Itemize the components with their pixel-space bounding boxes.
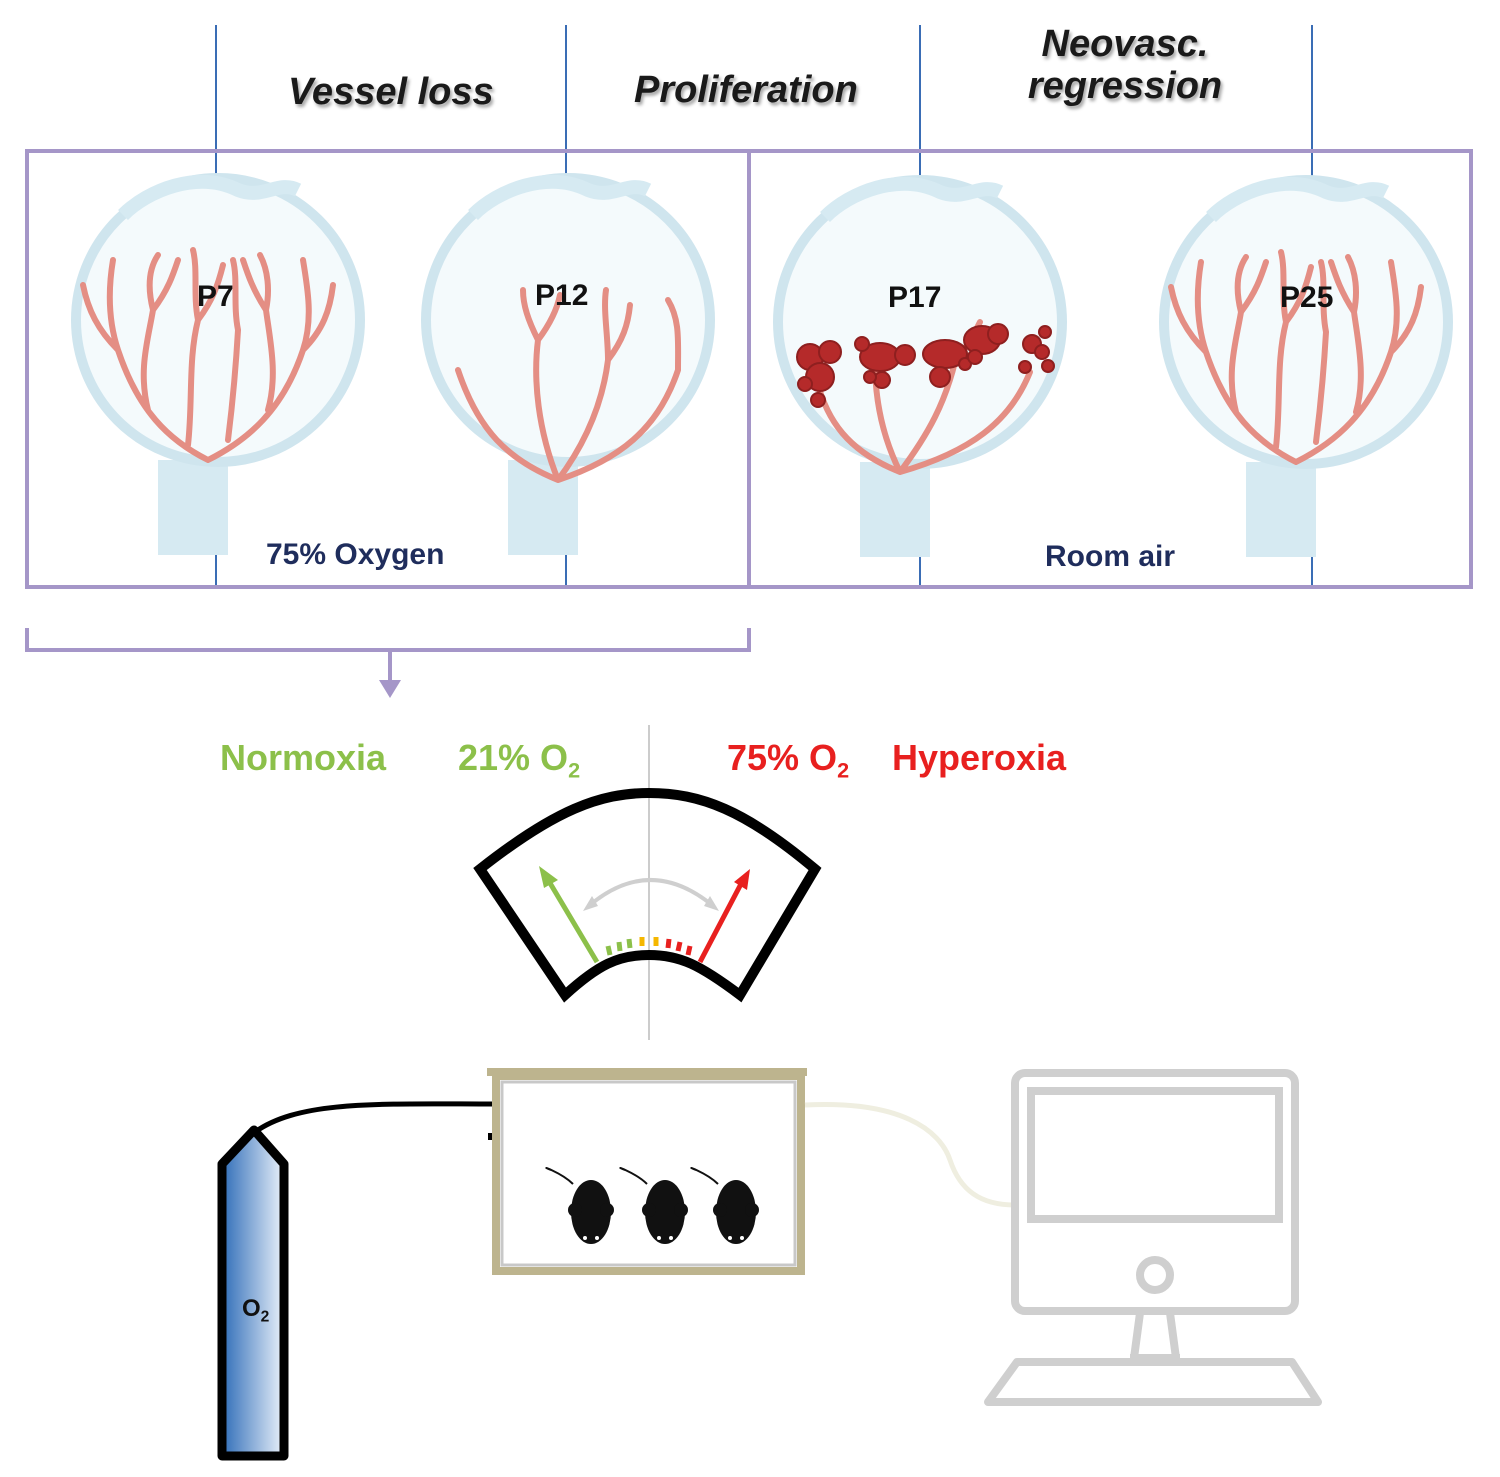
normoxia-needle: [544, 876, 600, 964]
mouse-1: [545, 1166, 614, 1244]
mouse-2: [619, 1166, 688, 1244]
condition-label-room-air: Room air: [1045, 540, 1176, 573]
normoxia-label: Normoxia: [220, 737, 387, 778]
eye-illustration-p25: [1159, 175, 1453, 557]
normoxia-needle-head: [539, 866, 558, 888]
gauge-scale-ticks: [605, 937, 693, 956]
oxygen-tank: [217, 1125, 289, 1461]
phase-label-proliferation: Proliferation: [634, 69, 858, 111]
hyperoxia-level-sub: 2: [837, 757, 850, 783]
sensor-cable: [804, 1101, 1016, 1208]
oxygen-phase-bracket: [25, 628, 751, 652]
neovascular-tufts: [796, 323, 1055, 408]
timepoint-label-p7: P7: [197, 280, 234, 313]
timepoint-label-p12: P12: [535, 279, 589, 312]
phase-label-regression-line1: Neovasc.: [1041, 23, 1209, 65]
hyperoxia-needle-head: [734, 869, 750, 890]
normoxia-level-sub: 2: [568, 757, 581, 783]
bracket-arrow-head: [379, 680, 401, 698]
hyperoxia-label: Hyperoxia: [892, 737, 1067, 778]
condition-label-oxygen: 75% Oxygen: [266, 538, 445, 571]
eye-illustration-p12: [421, 173, 715, 555]
mouse-3: [690, 1166, 759, 1244]
oxygen-chamber-inner: [500, 1080, 797, 1267]
hyperoxia-level-main: 75% O: [727, 737, 838, 778]
timepoint-label-p17: P17: [888, 281, 942, 314]
hyperoxia-level-label: 75% O2: [727, 737, 849, 784]
oxygen-chamber: [492, 1072, 805, 1275]
gauge-switch-arrow-head-left: [583, 896, 598, 911]
oxygen-tank-label: O2: [242, 1295, 269, 1326]
hyperoxia-needle: [697, 880, 745, 964]
timepoint-label-p25: P25: [1280, 281, 1334, 314]
gauge-scale-arc: [597, 952, 703, 970]
tank-label-sub: 2: [260, 1308, 270, 1326]
gauge-switch-arrow-head-right: [704, 896, 719, 911]
tank-label-main: O: [242, 1295, 261, 1322]
phase-label-vessel-loss: Vessel loss: [288, 71, 494, 113]
phase-label-regression-line2: regression: [1027, 64, 1223, 107]
room-air-phase-frame: [747, 149, 1473, 589]
oxygen-gauge-frame: [473, 787, 822, 1003]
normoxia-level-main: 21% O: [458, 737, 569, 778]
oxygen-tubing: [253, 1101, 496, 1135]
phase-label-neovascular-regression: Neovasc. regression: [1015, 23, 1235, 108]
eye-illustration-p7: [71, 173, 365, 555]
normoxia-level-label: 21% O2: [458, 737, 580, 784]
eye-illustration-p17: [773, 175, 1067, 557]
gauge-switch-arrow: [588, 878, 714, 907]
computer-icon: [984, 1069, 1322, 1406]
